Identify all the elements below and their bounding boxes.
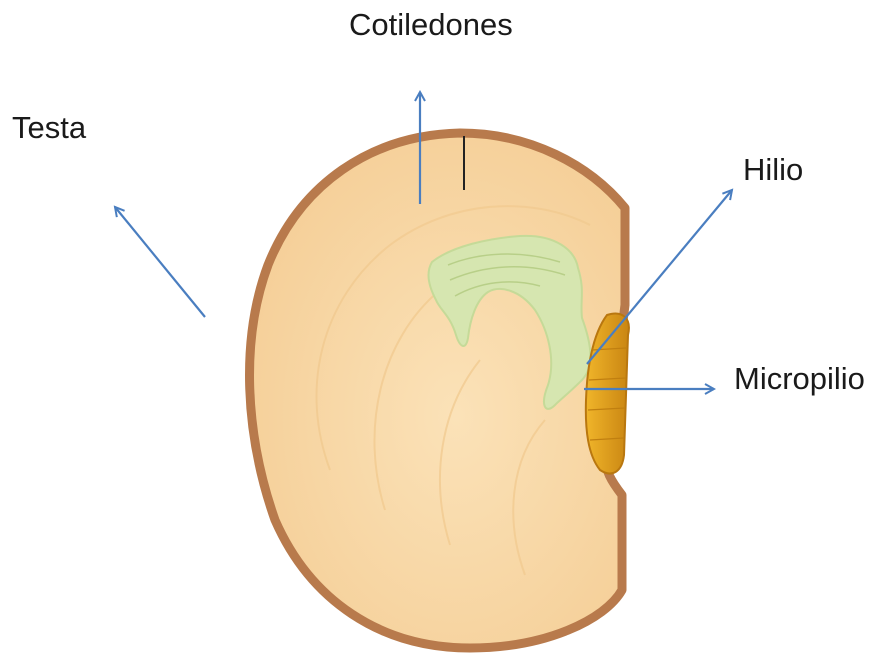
label-cotiledones: Cotiledones xyxy=(349,9,513,40)
label-micropilio: Micropilio xyxy=(734,363,865,394)
label-testa: Testa xyxy=(12,112,86,143)
arrow-testa xyxy=(115,207,205,317)
label-hilio: Hilio xyxy=(743,154,803,185)
